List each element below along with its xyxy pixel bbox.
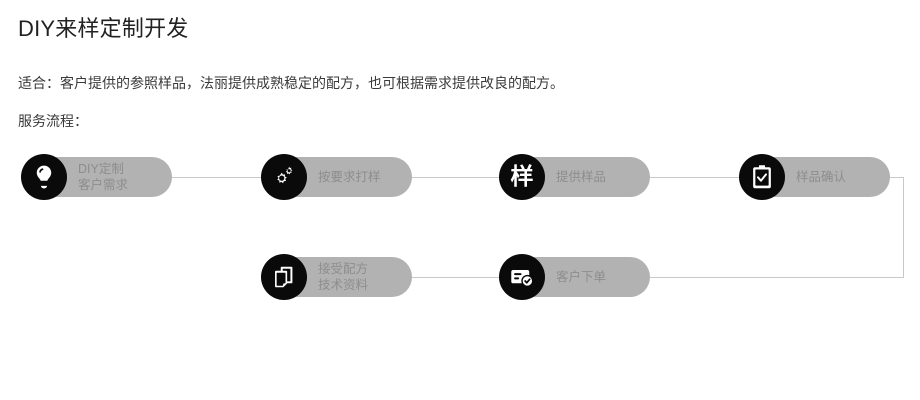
gears-icon (261, 154, 307, 200)
connector-right-vertical (903, 177, 904, 277)
flow-step-receive-formula[interactable]: 接受配方 技术资料 (261, 254, 412, 300)
flow-step-label-line: 按要求打样 (318, 170, 381, 184)
page-title: DIY来样定制开发 (18, 16, 189, 41)
flow-step-sampling[interactable]: 按要求打样 (261, 154, 412, 200)
flow-step-sample-confirm[interactable]: 样品确认 (739, 154, 890, 200)
connector-step3-step4 (646, 177, 746, 178)
connector-down-to-step6 (646, 277, 904, 278)
flow-step-label-line: 客户下单 (556, 270, 607, 284)
flow-step-provide-sample[interactable]: 样 提供样品 (499, 154, 650, 200)
intro-description: 适合：客户提供的参照样品，法丽提供成熟稳定的配方，也可根据需求提供改良的配方。 (18, 75, 564, 91)
documents-icon (261, 254, 307, 300)
connector-step5-step6 (408, 277, 506, 278)
flow-step-diy-custom[interactable]: DIY定制 客户需求 (21, 154, 172, 200)
flow-step-label-line: DIY定制 (78, 162, 124, 176)
clipboard-check-icon (739, 154, 785, 200)
service-flow-label: 服务流程： (18, 113, 88, 129)
flow-step-label-line: 接受配方 (318, 262, 369, 276)
connector-step1-step2 (168, 177, 268, 178)
flow-step-label: 客户下单 (556, 257, 648, 297)
flow-step-label: 接受配方 技术资料 (318, 257, 410, 297)
flow-step-label: 按要求打样 (318, 157, 410, 197)
flow-step-label-line: 客户需求 (78, 178, 129, 192)
flow-step-label: DIY定制 客户需求 (78, 157, 170, 197)
connector-step2-step3 (408, 177, 506, 178)
flow-step-customer-order[interactable]: 客户下单 (499, 254, 650, 300)
flow-step-label-line: 提供样品 (556, 170, 607, 184)
order-check-icon (499, 254, 545, 300)
sample-char-icon: 样 (499, 154, 545, 200)
sample-char-glyph: 样 (510, 163, 534, 190)
flow-step-label-line: 样品确认 (796, 170, 847, 184)
lightbulb-icon (21, 154, 67, 200)
flow-step-label-line: 技术资料 (318, 278, 369, 292)
flow-step-label: 提供样品 (556, 157, 648, 197)
connector-step4-right (884, 177, 904, 178)
flow-step-label: 样品确认 (796, 157, 888, 197)
